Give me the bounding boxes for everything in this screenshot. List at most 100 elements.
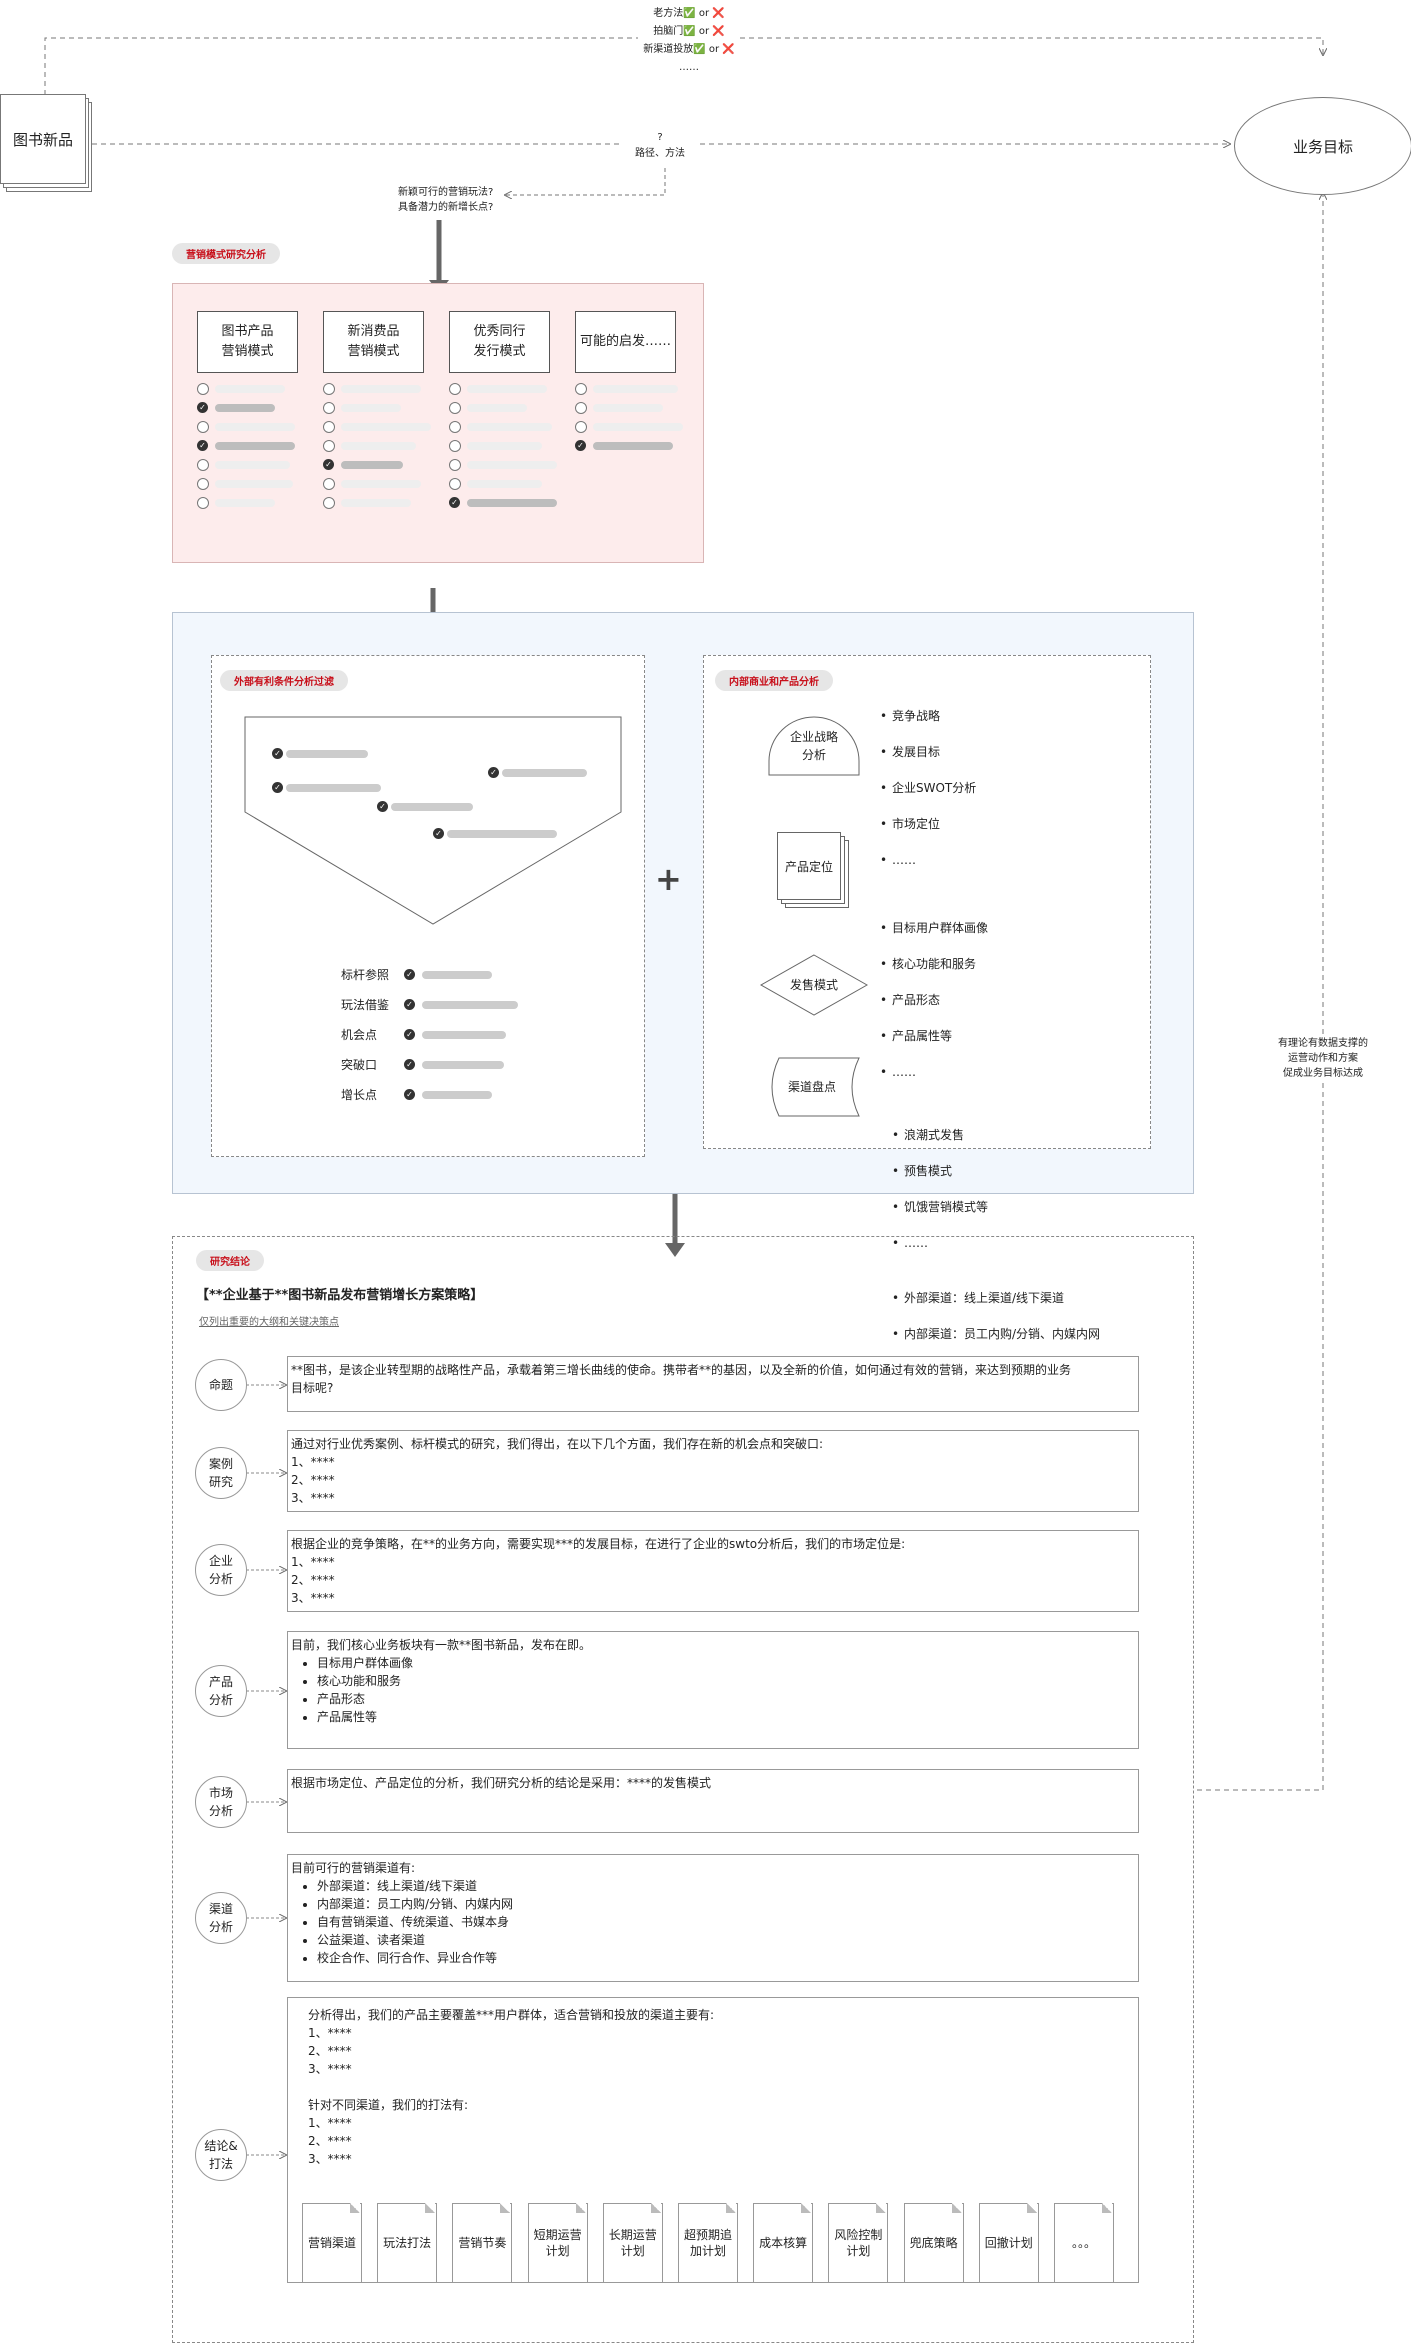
placeholder-bar: [215, 385, 285, 393]
row-text-line: 1、****: [308, 2026, 352, 2040]
funnel-output-label: 突破口: [341, 1058, 378, 1072]
check-icon: ✓: [404, 1089, 415, 1100]
conclusion-title: 【**企业基于**图书新品发布营销增长方案策略】: [196, 1288, 484, 1303]
radio-icon: [323, 402, 335, 414]
internal-item: 产品形态: [878, 991, 1411, 1009]
doc-fold-corner: [1102, 2203, 1112, 2213]
internal-item: 核心功能和服务: [878, 955, 1411, 973]
radio-icon: [575, 421, 587, 433]
placeholder-bar: [341, 480, 421, 488]
placeholder-bar: [422, 1091, 492, 1099]
radio-icon: [323, 440, 335, 452]
deliverable-doc: 成本核算: [753, 2203, 814, 2283]
funnel-output-label: 玩法借鉴: [341, 998, 390, 1012]
row-text-line: 根据企业的竞争策略，在**的业务方向，需要实现***的发展目标，在进行了企业的s…: [291, 1537, 906, 1551]
deliverable-doc: 超预期追 加计划: [678, 2203, 738, 2283]
deliverable-doc: 营销节奏: [452, 2203, 513, 2283]
channel-shape-label: 渠道盘点: [787, 1080, 836, 1094]
check-icon: ✓: [433, 828, 444, 839]
row-content-box: 目前可行的营销渠道有:外部渠道：线上渠道/线下渠道内部渠道：员工内购/分销、内媒…: [287, 1854, 1139, 1982]
placeholder-bar: [593, 385, 678, 393]
internal-item: 外部渠道：线上渠道/线下渠道: [890, 1289, 1411, 1307]
row-label-circle: 案例 研究: [195, 1447, 247, 1499]
row-content-box: 目前，我们核心业务板块有一款**图书新品，发布在即。目标用户群体画像核心功能和服…: [287, 1631, 1139, 1749]
column-inspiration: 可能的启发……: [575, 311, 676, 373]
radio-icon: [575, 402, 587, 414]
radio-icon: [197, 459, 209, 471]
row-text-line: 1、****: [291, 1455, 335, 1469]
doc-fold-corner: [650, 2203, 661, 2213]
product-position-shape: 产品定位: [777, 832, 841, 900]
funnel-output-label: 标杆参照: [341, 968, 390, 982]
radio-icon: [449, 440, 461, 452]
radio-icon: [449, 383, 461, 395]
check-icon: ✓: [575, 440, 586, 451]
placeholder-bar: [341, 442, 416, 450]
radio-icon: [197, 421, 209, 433]
channel-shape: [771, 1057, 860, 1117]
radio-icon: [197, 478, 209, 490]
placeholder-bar: [467, 480, 542, 488]
row-text-line: 2、****: [291, 1473, 335, 1487]
internal-item: 浪潮式发售: [890, 1126, 1411, 1144]
check-icon: ✓: [449, 497, 460, 508]
row-label-circle: 命题: [195, 1359, 247, 1411]
deliverable-doc: 回撤计划: [978, 2203, 1039, 2283]
external-tag: 外部有利条件分析过滤: [220, 670, 348, 691]
check-icon: ✓: [404, 1059, 415, 1070]
internal-item: ……: [878, 1063, 1411, 1081]
path-method-label: 路径、方法: [635, 148, 685, 159]
placeholder-bar: [286, 784, 381, 792]
column-book-marketing: 图书产品 营销模式: [197, 311, 298, 373]
doc-fold-corner: [726, 2203, 736, 2213]
row-content-box: 通过对行业优秀案例、标杆模式的研究，我们得出，在以下几个方面，我们存在新的机会点…: [287, 1430, 1139, 1512]
doc-fold-corner: [801, 2203, 812, 2213]
row-text-line: 3、****: [308, 2152, 352, 2166]
doc-fold-corner: [1026, 2203, 1037, 2213]
placeholder-bar: [286, 750, 368, 758]
check-icon: ✓: [404, 999, 415, 1010]
internal-item: ……: [890, 1234, 1411, 1252]
placeholder-bar: [341, 385, 421, 393]
row-bullet-item: 内部渠道：员工内购/分销、内媒内网: [317, 1895, 1135, 1913]
placeholder-bar: [593, 423, 683, 431]
placeholder-bar: [215, 499, 275, 507]
check-icon: ✓: [404, 1029, 415, 1040]
placeholder-bar: [341, 404, 401, 412]
row-text-line: 针对不同渠道，我们的打法有:: [308, 2098, 469, 2112]
internal-item: 企业SWOT分析: [878, 779, 1411, 797]
internal-tag: 内部商业和产品分析: [715, 670, 833, 691]
right-note: 有理论有数据支撑的 运营动作和方案 促成业务目标达成: [1262, 1036, 1384, 1081]
row-text-line: 通过对行业优秀案例、标杆模式的研究，我们得出，在以下几个方面，我们存在新的机会点…: [291, 1437, 824, 1451]
row-bullet-item: 目标用户群体画像: [317, 1654, 1135, 1672]
placeholder-bar: [215, 480, 293, 488]
row-text-line: 根据市场定位、产品定位的分析，我们研究分析的结论是采用：****的发售模式: [291, 1776, 712, 1790]
internal-item: 产品属性等: [878, 1027, 1411, 1045]
conclusion-subtitle: 仅列出重要的大纲和关键决策点: [199, 1317, 339, 1328]
internal-item: 竞争战略: [878, 707, 1411, 725]
placeholder-bar: [593, 442, 673, 450]
internal-item: 饥饿营销模式等: [890, 1198, 1411, 1216]
release-mode-label: 发售模式: [789, 978, 838, 992]
check-icon: ✓: [272, 748, 283, 759]
deliverable-doc: 。。。: [1054, 2203, 1114, 2283]
row-text-line: 2、****: [308, 2044, 352, 2058]
column-peer-publisher: 优秀同行 发行模式: [449, 311, 550, 373]
method-old: 老方法✅ or ❌: [653, 8, 725, 19]
right-note-line-1: 有理论有数据支撑的: [1278, 1038, 1368, 1049]
row-label-circle: 产品 分析: [195, 1665, 247, 1717]
internal-item: 目标用户群体画像: [878, 919, 1411, 937]
row-bullet-list: 外部渠道：线上渠道/线下渠道内部渠道：员工内购/分销、内媒内网自有营销渠道、传统…: [291, 1877, 1135, 1967]
placeholder-bar: [215, 461, 290, 469]
placeholder-bar: [341, 499, 411, 507]
placeholder-bar: [341, 461, 403, 469]
placeholder-bar: [467, 499, 557, 507]
row-text-line: 1、****: [291, 1555, 335, 1569]
radio-icon: [449, 459, 461, 471]
placeholder-bar: [467, 442, 542, 450]
radio-icon: [449, 421, 461, 433]
row-text-line: 目标呢?: [291, 1381, 334, 1395]
row-label-circle: 市场 分析: [195, 1776, 247, 1828]
placeholder-bar: [422, 971, 492, 979]
placeholder-bar: [215, 442, 295, 450]
